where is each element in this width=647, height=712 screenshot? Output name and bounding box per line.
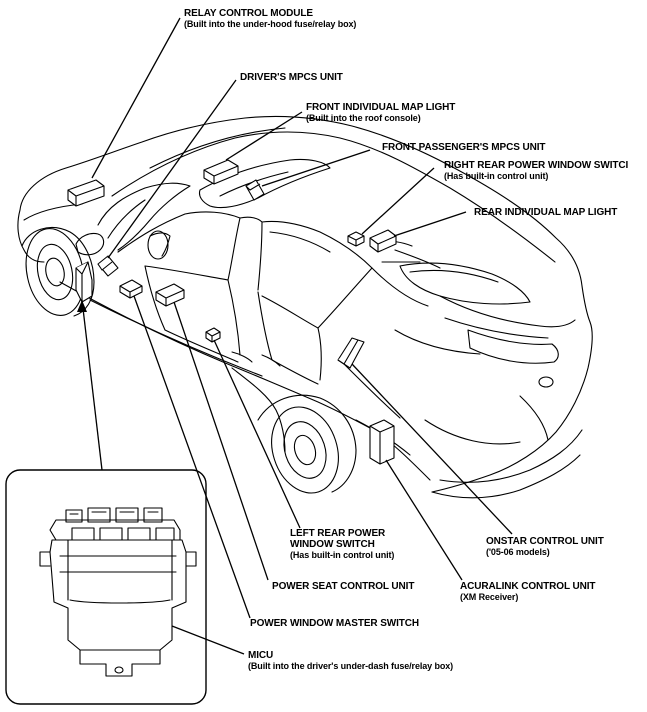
label-subtitle: (Has built-in control unit): [290, 550, 395, 560]
power-window-master-switch: [119, 279, 143, 299]
drivers-mpcs-unit: [97, 255, 119, 277]
relay-control-module: [67, 179, 105, 207]
label-subtitle: (Has built-in control unit): [444, 171, 549, 181]
label-title: REAR INDIVIDUAL MAP LIGHT: [474, 207, 618, 218]
label-front-passenger-mpcs-unit: FRONT PASSENGER'S MPCS UNIT: [382, 142, 546, 153]
label-title: ONSTAR CONTROL UNIT: [486, 536, 604, 547]
right-rear-power-window-switch: [347, 231, 365, 247]
power-seat-control-unit: [155, 283, 185, 307]
front-individual-map-light: [203, 159, 239, 185]
label-title: POWER SEAT CONTROL UNIT: [272, 581, 415, 592]
label-title: MICU: [248, 650, 274, 661]
label-title: RELAY CONTROL MODULE: [184, 8, 313, 19]
car-body-outline: [17, 115, 593, 499]
leader-lines: [77, 17, 513, 655]
label-title: ACURALINK CONTROL UNIT: [460, 581, 596, 592]
label-subtitle: (Built into the driver's under-dash fuse…: [248, 661, 454, 671]
label-power-window-master-switch: POWER WINDOW MASTER SWITCH: [250, 618, 419, 629]
label-subtitle: (Built into the roof console): [306, 113, 421, 123]
acuralink-control-unit: [369, 419, 395, 465]
left-rear-power-window-switch: [205, 327, 221, 343]
label-micu: MICU (Built into the driver's under-dash…: [248, 650, 453, 672]
label-drivers-mpcs-unit: DRIVER'S MPCS UNIT: [240, 72, 343, 83]
label-front-individual-map-light: FRONT INDIVIDUAL MAP LIGHT (Built into t…: [306, 102, 455, 124]
label-power-seat-control-unit: POWER SEAT CONTROL UNIT: [272, 581, 414, 592]
label-subtitle: ('05-06 models): [486, 547, 550, 557]
rear-individual-map-light: [369, 229, 397, 253]
label-title: DRIVER'S MPCS UNIT: [240, 72, 343, 83]
label-title: FRONT PASSENGER'S MPCS UNIT: [382, 142, 546, 153]
onstar-control-unit: [337, 337, 365, 369]
label-subtitle: (Built into the under-hood fuse/relay bo…: [184, 19, 357, 29]
label-relay-control-module: RELAY CONTROL MODULE (Built into the und…: [184, 8, 356, 30]
label-onstar-control-unit: ONSTAR CONTROL UNIT ('05-06 models): [486, 536, 604, 558]
label-subtitle: (XM Receiver): [460, 592, 519, 602]
label-rear-individual-map-light: REAR INDIVIDUAL MAP LIGHT: [474, 207, 617, 218]
label-title: POWER WINDOW MASTER SWITCH: [250, 618, 420, 629]
label-left-rear-power-window-switch: LEFT REAR POWER WINDOW SWITCH (Has built…: [290, 528, 394, 561]
label-title: RIGHT REAR POWER WINDOW SWITCI: [444, 160, 629, 171]
micu-location-marker: [75, 261, 93, 303]
label-right-rear-power-window-switch: RIGHT REAR POWER WINDOW SWITCI (Has buil…: [444, 160, 628, 182]
label-title-line1: LEFT REAR POWER: [290, 528, 386, 539]
label-title-line2: WINDOW SWITCH: [290, 539, 375, 550]
label-acuralink-control-unit: ACURALINK CONTROL UNIT (XM Receiver): [460, 581, 595, 603]
label-title: FRONT INDIVIDUAL MAP LIGHT: [306, 102, 456, 113]
front-passenger-mpcs-unit: [245, 179, 265, 201]
micu-inset-detail: [5, 469, 207, 705]
